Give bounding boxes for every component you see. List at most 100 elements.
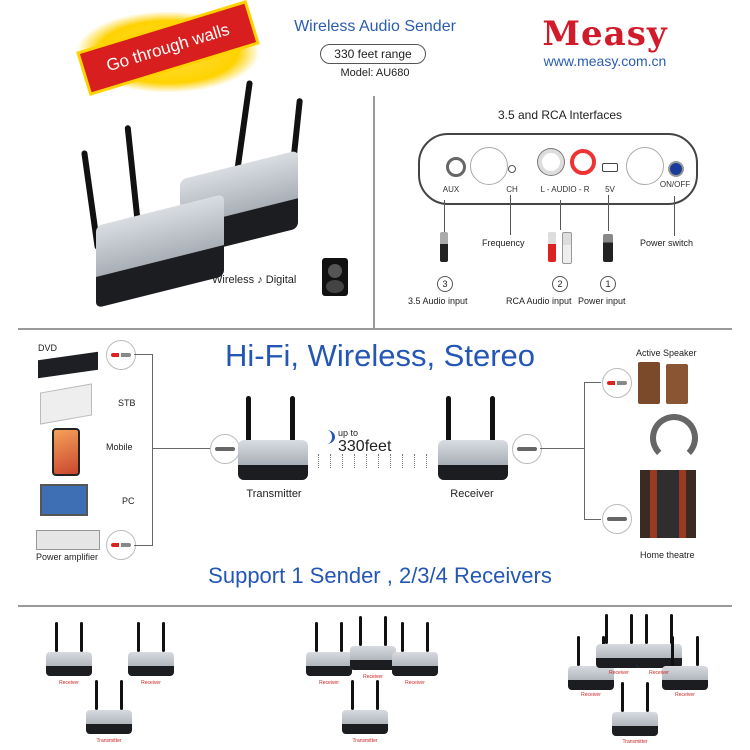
mini-receiver-tag: Receiver [649, 670, 669, 676]
rca-jack-icon [106, 340, 136, 370]
callout-line [560, 200, 561, 230]
mini-receiver [636, 614, 682, 668]
signal-wave [342, 454, 343, 468]
jack-35-icon [440, 232, 448, 262]
brand-url[interactable]: www.measy.com.cn [543, 53, 667, 69]
support-headline: Support 1 Sender , 2/3/4 Receivers [208, 563, 552, 588]
active-speaker-icon [638, 362, 660, 404]
divider-top [18, 328, 732, 330]
input-number-1: 1 [600, 276, 616, 292]
mini-receiver [392, 622, 438, 676]
rear-panel: AUX CH L - AUDIO - R 5V ON/OFF [418, 133, 698, 205]
audio-jack-icon [210, 434, 240, 464]
laptop-icon [40, 484, 88, 516]
speaker-icon [322, 258, 348, 296]
transmitter-label: Transmitter [246, 488, 302, 500]
mini-receiver [128, 622, 174, 676]
rca-jack-icon [106, 530, 136, 560]
input-label-rca: RCA Audio input [506, 296, 572, 306]
brand-logo: Measy [542, 14, 668, 54]
output-active-speaker-label: Active Speaker [636, 348, 697, 358]
wifi-icon [318, 430, 335, 444]
5v-label: 5V [605, 185, 615, 194]
panel-foot [626, 147, 664, 185]
transmitter-device [238, 440, 308, 480]
audio-label: L - AUDIO - R [540, 185, 590, 194]
mini-receiver-tag: Receiver [319, 680, 339, 686]
source-bracket [134, 354, 153, 546]
stb-icon [40, 383, 92, 425]
panel-foot [470, 147, 508, 185]
rca-right-port [570, 149, 596, 175]
mini-receiver [306, 622, 352, 676]
active-speaker-icon [666, 364, 688, 404]
ch-label: CH [506, 185, 518, 194]
home-theatre-icon [640, 470, 696, 538]
callout-line [444, 200, 445, 232]
frequency-callout: Frequency [482, 238, 525, 248]
receiver-label: Receiver [450, 488, 494, 500]
signal-wave [318, 454, 319, 468]
power-switch-button [668, 161, 684, 177]
mini-receiver [568, 636, 614, 690]
mini-receiver-tag: Receiver [405, 680, 425, 686]
callout-line [608, 195, 609, 231]
audio-jack-icon [602, 504, 632, 534]
source-mobile-label: Mobile [106, 442, 133, 452]
mini-receiver-tag: Receiver [59, 680, 79, 686]
mini-receiver-tag: Receiver [609, 670, 629, 676]
power-amplifier-icon [36, 530, 100, 550]
wireless-digital-label: Wireless ♪ Digital [212, 274, 297, 286]
mini-receiver [596, 614, 642, 668]
interfaces-title: 3.5 and RCA Interfaces [497, 108, 623, 122]
input-label-35: 3.5 Audio input [408, 296, 468, 306]
usb-port [602, 163, 618, 172]
rca-left-port [538, 149, 564, 175]
callout-line [510, 195, 511, 235]
signal-wave [354, 454, 355, 468]
divider-vertical [373, 96, 375, 328]
output-bracket [584, 382, 601, 520]
output-link-line [540, 448, 584, 449]
range-badge: 330 feet range [320, 44, 426, 64]
signal-wave [330, 454, 331, 468]
rca-jack-icon [602, 368, 632, 398]
distance-upto: up to [338, 428, 359, 438]
divider-bottom [18, 605, 732, 607]
model-number: Model: AU680 [340, 67, 410, 79]
signal-wave [366, 454, 367, 468]
mini-transmitter [612, 682, 658, 736]
headphones-icon [650, 414, 698, 462]
mini-receiver-tag: Receiver [581, 692, 601, 698]
mobile-icon [52, 428, 80, 476]
receiver-antenna [490, 396, 495, 446]
mini-receiver [350, 616, 396, 670]
mini-transmitter-tag: Transmitter [352, 738, 378, 744]
transmitter-antenna [290, 396, 295, 446]
onoff-label: ON/OFF [659, 180, 691, 189]
signal-wave [414, 454, 415, 468]
audio-jack-icon [512, 434, 542, 464]
aux-label: AUX [442, 185, 460, 194]
product-title: Wireless Audio Sender [294, 18, 456, 35]
rca-plug-icon [562, 232, 572, 264]
mini-receiver [46, 622, 92, 676]
dvd-player-icon [38, 351, 98, 379]
output-home-theatre-label: Home theatre [640, 550, 695, 560]
source-power-amplifier-label: Power amplifier [36, 552, 99, 562]
mini-transmitter [342, 680, 388, 734]
mini-transmitter-tag: Transmitter [622, 739, 648, 745]
signal-wave [426, 454, 427, 468]
transmitter-antenna [246, 396, 251, 446]
hero-transmitter-device [96, 194, 224, 308]
mini-transmitter [86, 680, 132, 734]
receiver-device [438, 440, 508, 480]
source-pc-label: PC [122, 496, 135, 506]
source-stb-label: STB [118, 398, 136, 408]
signal-wave [378, 454, 379, 468]
mini-receiver-tag: Receiver [363, 674, 383, 680]
hifi-headline: Hi-Fi, Wireless, Stereo [224, 338, 536, 373]
input-number-3: 3 [437, 276, 453, 292]
signal-wave [402, 454, 403, 468]
receiver-antenna [446, 396, 451, 446]
